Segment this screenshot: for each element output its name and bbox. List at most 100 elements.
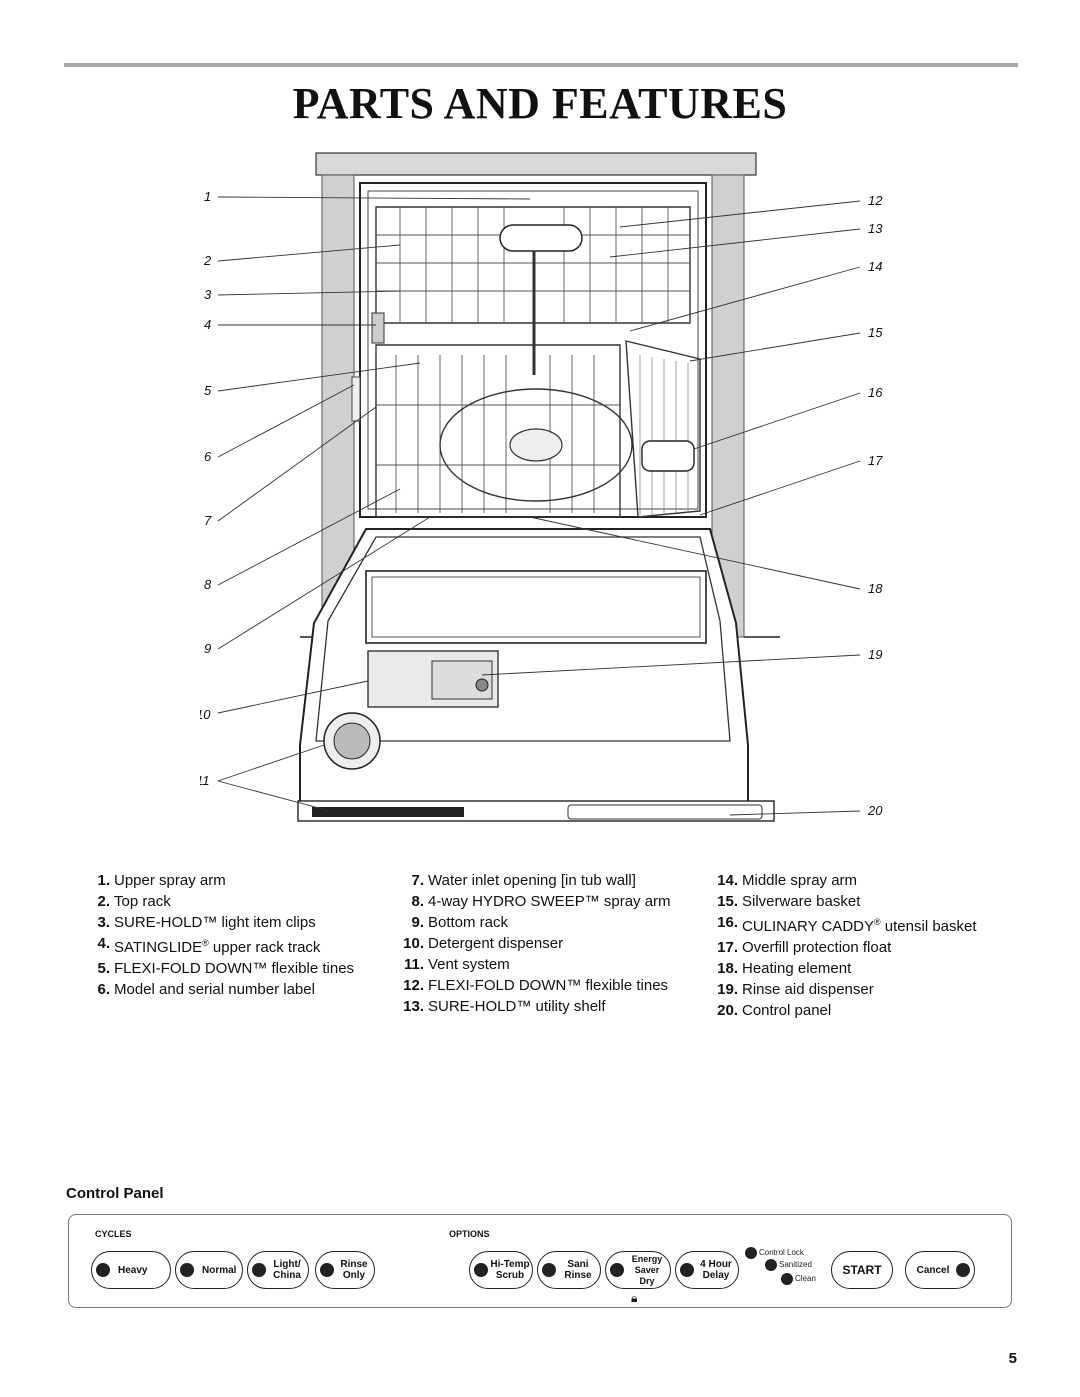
- page-title: PARTS AND FEATURES: [292, 79, 788, 128]
- button-label: Normal: [202, 1264, 237, 1276]
- legend-number: 19.: [717, 981, 738, 998]
- button-label: Light/: [273, 1259, 301, 1270]
- legend-text: Bottom rack: [428, 914, 509, 931]
- indicator-light-icon: [474, 1263, 488, 1277]
- legend-column-3: 14.Middle spray arm 15.Silverware basket…: [706, 872, 1006, 1023]
- light-china-button[interactable]: Light/China: [247, 1251, 309, 1289]
- indicator-light-icon: [180, 1263, 194, 1277]
- callout-6: 6: [204, 449, 212, 464]
- callout-10: 10: [200, 707, 211, 722]
- cancel-button[interactable]: Cancel: [905, 1251, 975, 1289]
- legend-number: 3.: [97, 914, 110, 931]
- button-label: Delay: [702, 1270, 730, 1281]
- indicator-light-icon: [956, 1263, 970, 1277]
- legend-number: 8.: [411, 893, 424, 910]
- heavy-button[interactable]: Heavy: [91, 1251, 171, 1289]
- callout-17: 17: [868, 453, 883, 468]
- legend-column-1: 1.Upper spray arm 2.Top rack 3.SURE-HOLD…: [78, 872, 368, 1002]
- callout-15: 15: [868, 325, 883, 340]
- legend-item: 16.CULINARY CADDY® utensil basket: [706, 914, 1006, 935]
- callout-4: 4: [204, 317, 211, 332]
- legend-number: 11.: [403, 956, 424, 973]
- indicator-light-icon: [96, 1263, 110, 1277]
- lock-icon: 🔒︎: [631, 1291, 638, 1305]
- indicator-light-icon: [781, 1273, 793, 1285]
- legend-item: 9.Bottom rack: [392, 914, 682, 931]
- callout-12: 12: [868, 193, 883, 208]
- legend-number: 2.: [97, 893, 110, 910]
- callout-11: 11: [200, 773, 210, 788]
- legend-text: Vent system: [428, 956, 510, 973]
- callout-2: 2: [203, 253, 212, 268]
- legend-item: 14.Middle spray arm: [706, 872, 1006, 889]
- legend-text: Heating element: [742, 960, 852, 977]
- legend-item: 13.SURE-HOLD™ utility shelf: [392, 998, 682, 1015]
- legend-item: 20.Control panel: [706, 1002, 1006, 1019]
- indicator-light-icon: [765, 1259, 777, 1271]
- legend-text: Detergent dispenser: [428, 935, 564, 952]
- legend-number: 18.: [717, 960, 738, 977]
- button-label: 4 Hour: [700, 1259, 732, 1270]
- legend-item: 7.Water inlet opening [in tub wall]: [392, 872, 682, 889]
- legend-text: Water inlet opening [in tub wall]: [428, 872, 636, 889]
- legend-item: 5.FLEXI-FOLD DOWN™ flexible tines: [78, 960, 368, 977]
- legend-text: Top rack: [114, 893, 171, 910]
- callout-18: 18: [868, 581, 883, 596]
- callout-19: 19: [868, 647, 882, 662]
- legend-column-2: 7.Water inlet opening [in tub wall] 8.4-…: [392, 872, 682, 1019]
- legend-item: 15.Silverware basket: [706, 893, 1006, 910]
- indicator-light-icon: [320, 1263, 334, 1277]
- legend-number: 20.: [717, 1002, 738, 1019]
- legend-text: SURE-HOLD™ light item clips: [114, 914, 316, 931]
- button-label: Rinse: [340, 1259, 368, 1270]
- legend-text: Silverware basket: [742, 893, 861, 910]
- control-lock-indicator: Control Lock: [745, 1247, 804, 1259]
- legend-item: 12.FLEXI-FOLD DOWN™ flexible tines: [392, 977, 682, 994]
- legend-item: 1.Upper spray arm: [78, 872, 368, 889]
- page-number: 5: [1008, 1350, 1017, 1367]
- legend-number: 10.: [403, 935, 424, 952]
- legend-text: utensil basket: [880, 918, 977, 935]
- legend-item: 18.Heating element: [706, 960, 1006, 977]
- legend-number: 6.: [97, 981, 110, 998]
- indicator-light-icon: [252, 1263, 266, 1277]
- legend-text: SURE-HOLD™ utility shelf: [428, 998, 606, 1015]
- button-label: Dry: [639, 1275, 655, 1286]
- cycles-label: CYCLES: [95, 1229, 132, 1239]
- indicator-light-icon: [745, 1247, 757, 1259]
- legend-number: 16.: [717, 914, 738, 931]
- legend-item: 6.Model and serial number label: [78, 981, 368, 998]
- callout-7: 7: [204, 513, 212, 528]
- button-label: China: [273, 1270, 301, 1281]
- legend-item: 8.4-way HYDRO SWEEP™ spray arm: [392, 893, 682, 910]
- dishwasher-diagram: 1 2 3 4 5 6 7 8 9 10 11 12 13 14 15 16 1…: [196, 145, 900, 835]
- legend-item: 17.Overfill protection float: [706, 939, 1006, 956]
- legend-number: 7.: [411, 872, 424, 889]
- legend-text: FLEXI-FOLD DOWN™ flexible tines: [428, 977, 669, 994]
- legend-item: 4.SATINGLIDE® upper rack track: [78, 935, 368, 956]
- legend-number: 17.: [717, 939, 738, 956]
- legend-text: SATINGLIDE: [114, 939, 203, 956]
- indicator-light-icon: [610, 1263, 624, 1277]
- callout-9: 9: [204, 641, 211, 656]
- button-label: Rinse: [564, 1270, 592, 1281]
- legend-text: Upper spray arm: [114, 872, 226, 889]
- button-label: Hi-Temp: [490, 1259, 530, 1270]
- button-label: Heavy: [118, 1264, 148, 1276]
- callout-8: 8: [204, 577, 212, 592]
- button-label: Sani: [567, 1259, 589, 1270]
- legend-number: 12.: [403, 977, 424, 994]
- legend-item: 10.Detergent dispenser: [392, 935, 682, 952]
- start-button[interactable]: START: [831, 1251, 893, 1289]
- callout-16: 16: [868, 385, 883, 400]
- callout-14: 14: [868, 259, 882, 274]
- dishwasher-illustration: 1 2 3 4 5 6 7 8 9 10 11 12 13 14 15 16 1…: [196, 152, 883, 822]
- legend-text: upper rack track: [208, 939, 321, 956]
